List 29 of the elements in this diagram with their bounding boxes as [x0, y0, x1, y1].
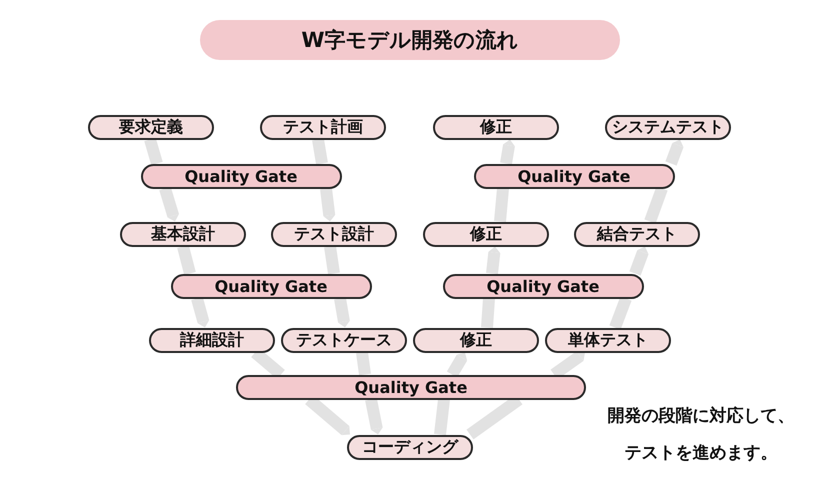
- step-box: 基本設計: [120, 222, 246, 246]
- step-box: 詳細設計: [149, 328, 275, 352]
- step-box: テスト設計: [271, 222, 397, 246]
- note-text: 開発の段階に対応して、テストを進めます。: [606, 405, 796, 465]
- step-box: テストケース: [281, 328, 407, 352]
- step-box: 修正: [413, 328, 539, 352]
- arrow: [159, 186, 179, 222]
- title-banner: W字モデル開発の流れ: [200, 20, 620, 60]
- arrow: [665, 140, 684, 166]
- quality-gate-box: Quality Gate: [170, 274, 372, 298]
- quality-gate-box: Quality Gate: [474, 164, 674, 188]
- quality-gate-box: Quality Gate: [236, 374, 586, 400]
- quality-gate-box: Quality Gate: [140, 164, 342, 188]
- arrow: [191, 296, 210, 328]
- step-box: 単体テスト: [545, 328, 671, 352]
- arrow: [629, 246, 649, 276]
- step-box: コーディング: [347, 434, 473, 460]
- step-box: システムテスト: [605, 114, 731, 140]
- step-box: 修正: [423, 222, 549, 246]
- arrow: [500, 140, 515, 164]
- step-box: テスト計画: [260, 114, 386, 140]
- step-box: 要求定義: [88, 114, 214, 140]
- arrow: [334, 297, 350, 328]
- arrow: [320, 188, 336, 222]
- arrow: [486, 246, 500, 274]
- step-box: 修正: [433, 114, 559, 140]
- arrow: [365, 398, 383, 434]
- step-box: 結合テスト: [574, 222, 700, 246]
- quality-gate-box: Quality Gate: [442, 274, 644, 298]
